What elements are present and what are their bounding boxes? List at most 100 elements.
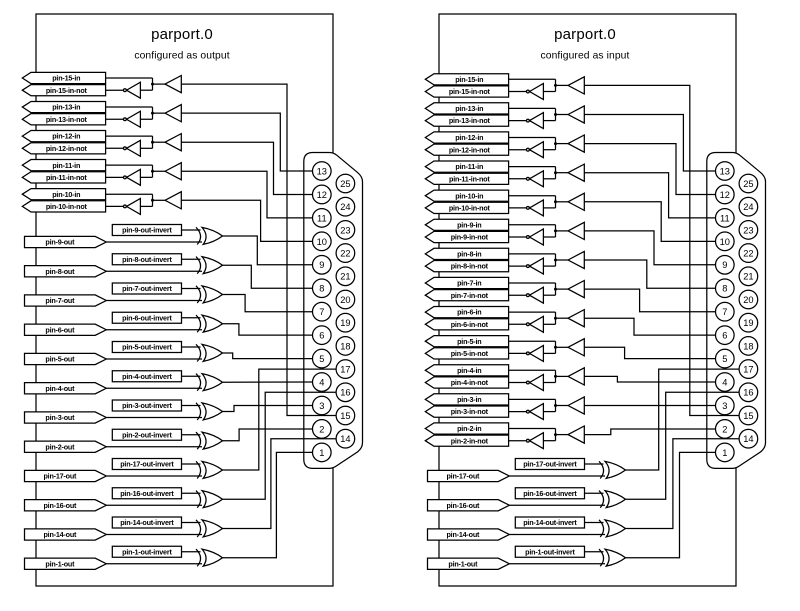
svg-text:pin-10-in-not: pin-10-in-not bbox=[46, 202, 88, 211]
svg-text:21: 21 bbox=[340, 272, 350, 282]
svg-text:1: 1 bbox=[722, 448, 727, 458]
svg-text:25: 25 bbox=[340, 179, 350, 189]
svg-text:pin-13-in: pin-13-in bbox=[455, 104, 483, 113]
svg-text:pin-5-in-not: pin-5-in-not bbox=[451, 349, 489, 358]
svg-text:20: 20 bbox=[340, 295, 350, 305]
svg-text:pin-1-out: pin-1-out bbox=[448, 559, 478, 568]
svg-text:24: 24 bbox=[340, 202, 350, 212]
svg-text:10: 10 bbox=[317, 237, 327, 247]
svg-text:pin-7-out: pin-7-out bbox=[45, 296, 75, 305]
svg-text:pin-17-out: pin-17-out bbox=[43, 472, 77, 481]
svg-text:pin-12-in-not: pin-12-in-not bbox=[46, 144, 88, 153]
svg-text:pin-17-out: pin-17-out bbox=[446, 472, 480, 481]
svg-text:22: 22 bbox=[743, 249, 753, 259]
svg-text:pin-5-out: pin-5-out bbox=[45, 355, 75, 364]
svg-text:parport.0: parport.0 bbox=[554, 26, 616, 43]
svg-text:21: 21 bbox=[743, 272, 753, 282]
svg-text:17: 17 bbox=[743, 365, 753, 375]
svg-text:pin-16-out-invert: pin-16-out-invert bbox=[523, 489, 577, 498]
svg-text:pin-13-in-not: pin-13-in-not bbox=[449, 116, 491, 125]
svg-text:pin-3-out-invert: pin-3-out-invert bbox=[122, 401, 172, 410]
svg-text:pin-3-in-not: pin-3-in-not bbox=[451, 407, 489, 416]
svg-text:1: 1 bbox=[319, 448, 324, 458]
svg-text:pin-7-in-not: pin-7-in-not bbox=[451, 291, 489, 300]
svg-text:pin-2-in: pin-2-in bbox=[457, 424, 481, 433]
svg-text:14: 14 bbox=[743, 434, 753, 444]
svg-text:6: 6 bbox=[722, 331, 727, 341]
svg-text:pin-2-out: pin-2-out bbox=[45, 442, 75, 451]
svg-text:pin-9-out-invert: pin-9-out-invert bbox=[122, 226, 172, 235]
svg-text:7: 7 bbox=[319, 307, 324, 317]
svg-text:10: 10 bbox=[720, 237, 730, 247]
svg-text:pin-14-out-invert: pin-14-out-invert bbox=[120, 518, 174, 527]
svg-text:pin-12-in: pin-12-in bbox=[52, 132, 80, 141]
svg-text:pin-17-out-invert: pin-17-out-invert bbox=[523, 460, 577, 469]
svg-text:20: 20 bbox=[743, 295, 753, 305]
svg-text:14: 14 bbox=[340, 434, 350, 444]
svg-text:pin-14-out: pin-14-out bbox=[446, 530, 480, 539]
svg-text:5: 5 bbox=[319, 354, 324, 364]
svg-text:22: 22 bbox=[340, 249, 350, 259]
svg-text:9: 9 bbox=[319, 260, 324, 270]
svg-text:pin-16-out: pin-16-out bbox=[446, 501, 480, 510]
svg-text:configured as input: configured as input bbox=[541, 51, 630, 62]
svg-text:13: 13 bbox=[720, 166, 730, 176]
svg-text:3: 3 bbox=[319, 401, 324, 411]
svg-text:7: 7 bbox=[722, 307, 727, 317]
svg-text:23: 23 bbox=[340, 225, 350, 235]
svg-text:pin-4-in-not: pin-4-in-not bbox=[451, 378, 489, 387]
svg-text:11: 11 bbox=[720, 213, 730, 223]
svg-text:23: 23 bbox=[743, 225, 753, 235]
svg-text:pin-8-out-invert: pin-8-out-invert bbox=[122, 255, 172, 264]
svg-text:12: 12 bbox=[317, 190, 327, 200]
svg-text:parport.0: parport.0 bbox=[151, 26, 213, 43]
svg-text:pin-6-in-not: pin-6-in-not bbox=[451, 320, 489, 329]
svg-text:pin-10-in: pin-10-in bbox=[52, 190, 80, 199]
svg-text:pin-9-out: pin-9-out bbox=[45, 238, 75, 247]
svg-text:pin-6-out: pin-6-out bbox=[45, 325, 75, 334]
svg-text:25: 25 bbox=[743, 179, 753, 189]
svg-text:pin-16-out: pin-16-out bbox=[43, 501, 77, 510]
svg-text:pin-4-out-invert: pin-4-out-invert bbox=[122, 372, 172, 381]
svg-text:pin-4-out: pin-4-out bbox=[45, 384, 75, 393]
svg-text:pin-5-out-invert: pin-5-out-invert bbox=[122, 343, 172, 352]
svg-text:19: 19 bbox=[340, 318, 350, 328]
svg-text:15: 15 bbox=[743, 411, 753, 421]
svg-text:pin-7-out-invert: pin-7-out-invert bbox=[122, 284, 172, 293]
svg-text:5: 5 bbox=[722, 354, 727, 364]
svg-text:pin-1-out-invert: pin-1-out-invert bbox=[122, 547, 172, 556]
svg-text:pin-11-in-not: pin-11-in-not bbox=[46, 173, 87, 182]
svg-text:pin-3-out: pin-3-out bbox=[45, 413, 75, 422]
svg-text:4: 4 bbox=[319, 377, 324, 387]
svg-text:17: 17 bbox=[340, 365, 350, 375]
svg-text:16: 16 bbox=[743, 388, 753, 398]
svg-text:pin-7-in: pin-7-in bbox=[457, 279, 481, 288]
svg-text:pin-10-in-not: pin-10-in-not bbox=[449, 204, 491, 213]
svg-text:13: 13 bbox=[317, 166, 327, 176]
svg-text:15: 15 bbox=[340, 411, 350, 421]
svg-text:3: 3 bbox=[722, 401, 727, 411]
svg-text:pin-2-in-not: pin-2-in-not bbox=[451, 436, 489, 445]
svg-text:pin-16-out-invert: pin-16-out-invert bbox=[120, 489, 174, 498]
svg-text:pin-12-in: pin-12-in bbox=[455, 133, 483, 142]
svg-text:11: 11 bbox=[317, 213, 327, 223]
svg-text:pin-6-in: pin-6-in bbox=[457, 308, 481, 317]
svg-text:8: 8 bbox=[319, 284, 324, 294]
svg-text:pin-11-in: pin-11-in bbox=[455, 162, 483, 171]
svg-text:pin-15-in-not: pin-15-in-not bbox=[449, 87, 491, 96]
svg-text:pin-11-in: pin-11-in bbox=[52, 161, 80, 170]
svg-text:pin-14-out: pin-14-out bbox=[43, 530, 77, 539]
svg-text:16: 16 bbox=[340, 388, 350, 398]
svg-text:pin-9-in: pin-9-in bbox=[457, 220, 481, 229]
svg-text:2: 2 bbox=[319, 424, 324, 434]
svg-text:pin-9-in-not: pin-9-in-not bbox=[451, 233, 489, 242]
svg-text:configured as output: configured as output bbox=[134, 51, 229, 62]
svg-text:pin-14-out-invert: pin-14-out-invert bbox=[523, 518, 577, 527]
svg-text:18: 18 bbox=[743, 341, 753, 351]
svg-text:pin-5-in: pin-5-in bbox=[457, 337, 481, 346]
svg-text:18: 18 bbox=[340, 341, 350, 351]
svg-text:pin-1-out-invert: pin-1-out-invert bbox=[525, 547, 575, 556]
svg-text:pin-6-out-invert: pin-6-out-invert bbox=[122, 313, 172, 322]
svg-text:4: 4 bbox=[722, 377, 727, 387]
svg-text:6: 6 bbox=[319, 331, 324, 341]
